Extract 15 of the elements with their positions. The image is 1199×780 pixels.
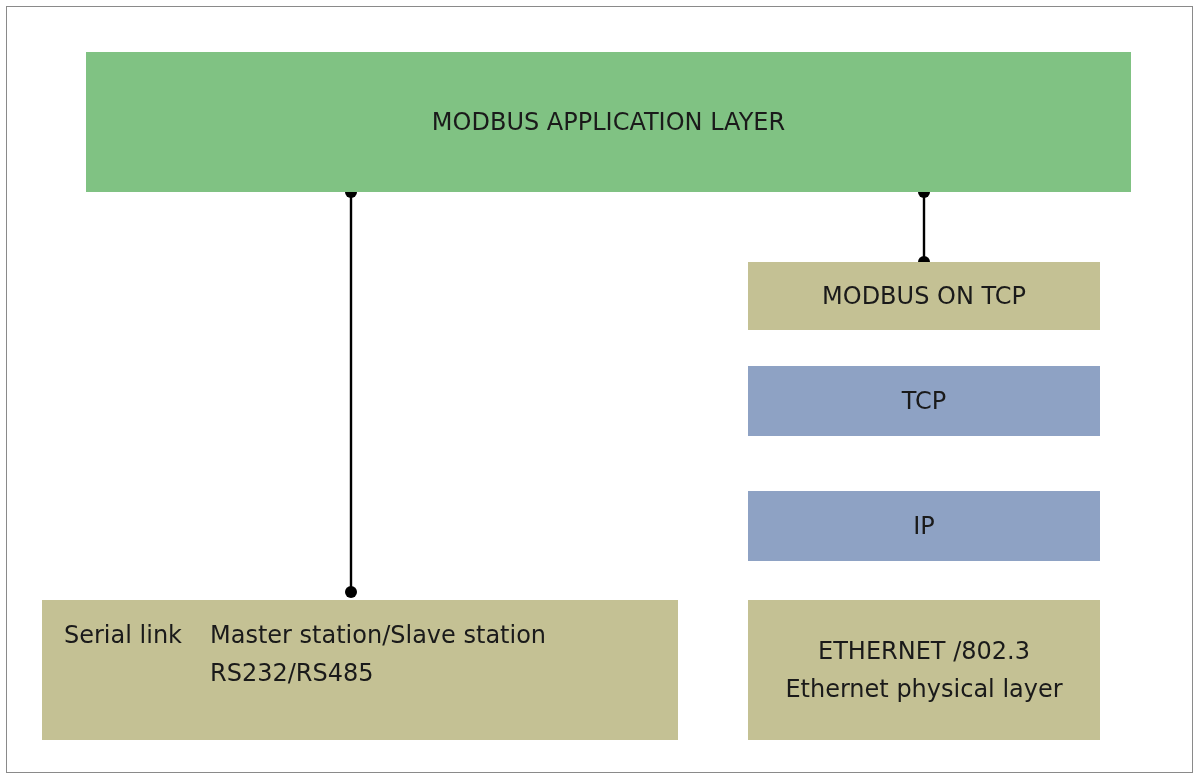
layer-box [748,366,1100,436]
layer-label: Ethernet physical layer [785,674,1063,705]
layer-box [748,491,1100,561]
layer-label: TCP [901,386,947,417]
layer-label: ETHERNET /802.3 [818,636,1030,667]
layer-box [42,600,678,740]
layer-label: MODBUS ON TCP [822,281,1026,312]
layer-label: Serial link [64,620,182,651]
layer-label: RS232/RS485 [210,658,374,689]
layer-box [748,262,1100,330]
layer-box [86,52,1131,192]
layer-box [748,600,1100,740]
layer-label: MODBUS APPLICATION LAYER [431,107,786,138]
layer-label: Master station/Slave station [210,620,547,651]
layer-label: IP [913,511,935,542]
